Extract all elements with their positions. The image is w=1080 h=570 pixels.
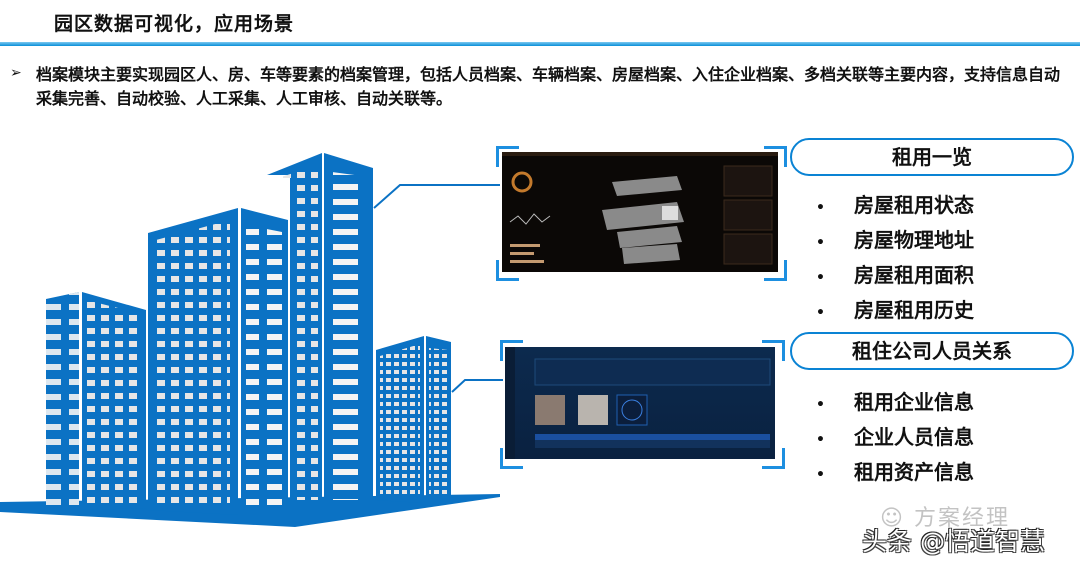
connector-line [373,184,500,209]
list-item: •企业人员信息 [816,425,974,449]
frame-corner [764,146,787,167]
dashboard-screenshot-3d-building [502,152,778,272]
rental-overview-list: •房屋租用状态 •房屋物理地址 •房屋租用面积 •房屋租用历史 [816,188,974,328]
section-title-rental-overview: 租用一览 [790,138,1074,176]
wechat-icon: ☺ [880,506,905,531]
list-item: •房屋物理地址 [816,228,974,252]
list-item: •租用企业信息 [816,390,974,414]
frame-corner [500,340,523,361]
list-item: •房屋租用状态 [816,193,974,217]
arrow-bullet-icon: ➢ [10,65,22,81]
list-item: •租用资产信息 [816,460,974,484]
section-title-tenant-relations: 租住公司人员关系 [790,332,1074,370]
list-item: •房屋租用面积 [816,263,974,287]
watermark-credit: 头条 @悟道智慧 [862,527,1045,556]
frame-corner [496,146,519,167]
frame-corner [496,260,519,281]
page-title: 园区数据可视化，应用场景 [54,13,295,35]
frame-corner [762,448,785,469]
frame-corner [762,340,785,361]
connector-line [451,379,503,393]
intro-text: 档案模块主要实现园区人、房、车等要素的档案管理，包括人员档案、车辆档案、房屋档案… [36,65,1061,108]
tenant-relations-list: •租用企业信息 •企业人员信息 •租用资产信息 [816,385,974,490]
list-item: •房屋租用历史 [816,298,974,322]
frame-corner [764,260,787,281]
watermark-logo: ☺ 方案经理 [880,506,1010,531]
frame-corner [500,448,523,469]
dashboard-screenshot-personnel [505,347,775,459]
title-divider [0,42,1080,46]
